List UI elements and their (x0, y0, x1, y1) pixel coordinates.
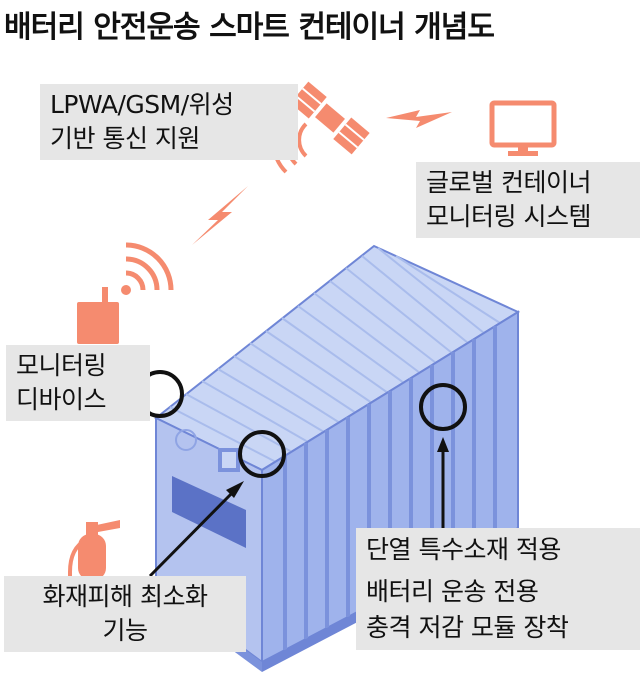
label-line: 글로벌 컨테이너 (426, 168, 591, 197)
lightning-icon (192, 186, 248, 245)
callout-arrow (437, 437, 449, 528)
label-line: 기반 통신 지원 (50, 124, 200, 153)
label-line: LPWA/GSM/위성 (50, 90, 234, 119)
label-monitoring-device: 모니터링 디바이스 (6, 345, 150, 421)
label-monitoring-system: 글로벌 컨테이너 모니터링 시스템 (416, 162, 640, 238)
label-line: 단열 특수소재 적용 (366, 535, 561, 564)
fire-extinguisher-icon (68, 520, 120, 580)
label-line: 기능 (102, 616, 148, 645)
monitor-icon (489, 100, 557, 156)
wifi-icon (121, 242, 174, 295)
highlight-circle (419, 383, 467, 431)
label-line: 배터리 운송 전용 (366, 577, 539, 606)
lightning-icon (386, 110, 452, 128)
highlight-circle (238, 430, 286, 478)
callout-arrow (148, 481, 244, 578)
label-line: 모니터링 (16, 351, 107, 380)
label-line: 충격 저감 모듈 장착 (366, 613, 569, 642)
tracker-device-icon (77, 287, 119, 344)
label-satellite-communication: LPWA/GSM/위성 기반 통신 지원 (40, 84, 298, 160)
label-insulation-module: 단열 특수소재 적용 배터리 운송 전용 충격 저감 모듈 장착 (356, 528, 640, 650)
label-line: 화재피해 최소화 (42, 582, 208, 611)
page-title: 배터리 안전운송 스마트 컨테이너 개념도 (4, 10, 495, 45)
label-line: 모니터링 시스템 (426, 202, 591, 231)
label-line: 디바이스 (16, 385, 107, 414)
label-fire-damage: 화재피해 최소화 기능 (4, 576, 246, 652)
